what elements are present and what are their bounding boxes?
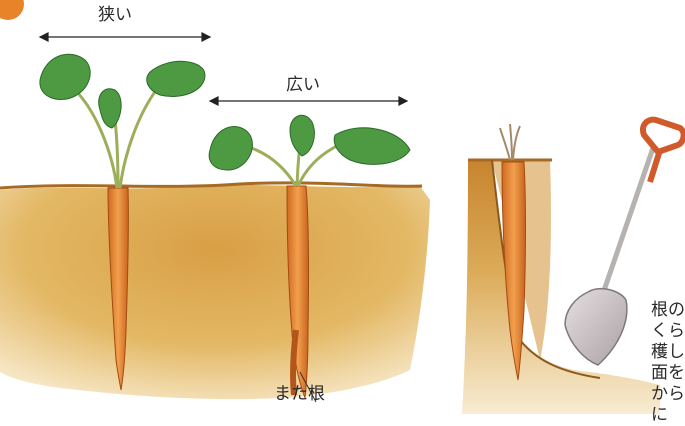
- side-caption-line: 面を: [651, 363, 685, 384]
- side-caption-line: 根の: [651, 300, 685, 321]
- arrow-wide: [210, 97, 407, 105]
- section-marker-icon: [0, 0, 24, 20]
- arrow-narrow: [40, 33, 210, 41]
- soil-right: [462, 160, 660, 414]
- illustration: [0, 0, 685, 414]
- side-caption-line: に: [651, 405, 685, 426]
- side-caption-line: くら: [651, 321, 685, 342]
- soil-left: [0, 183, 430, 399]
- side-caption: 根の くら 穫し 面を から に: [651, 300, 685, 426]
- side-caption-line: から: [651, 384, 685, 405]
- label-forked-root: また根: [274, 386, 325, 403]
- side-caption-line: 穫し: [651, 342, 685, 363]
- label-narrow: 狭い: [98, 7, 132, 24]
- leaves-wide: [209, 115, 410, 186]
- leaves-narrow: [40, 54, 205, 188]
- label-wide: 広い: [286, 77, 320, 94]
